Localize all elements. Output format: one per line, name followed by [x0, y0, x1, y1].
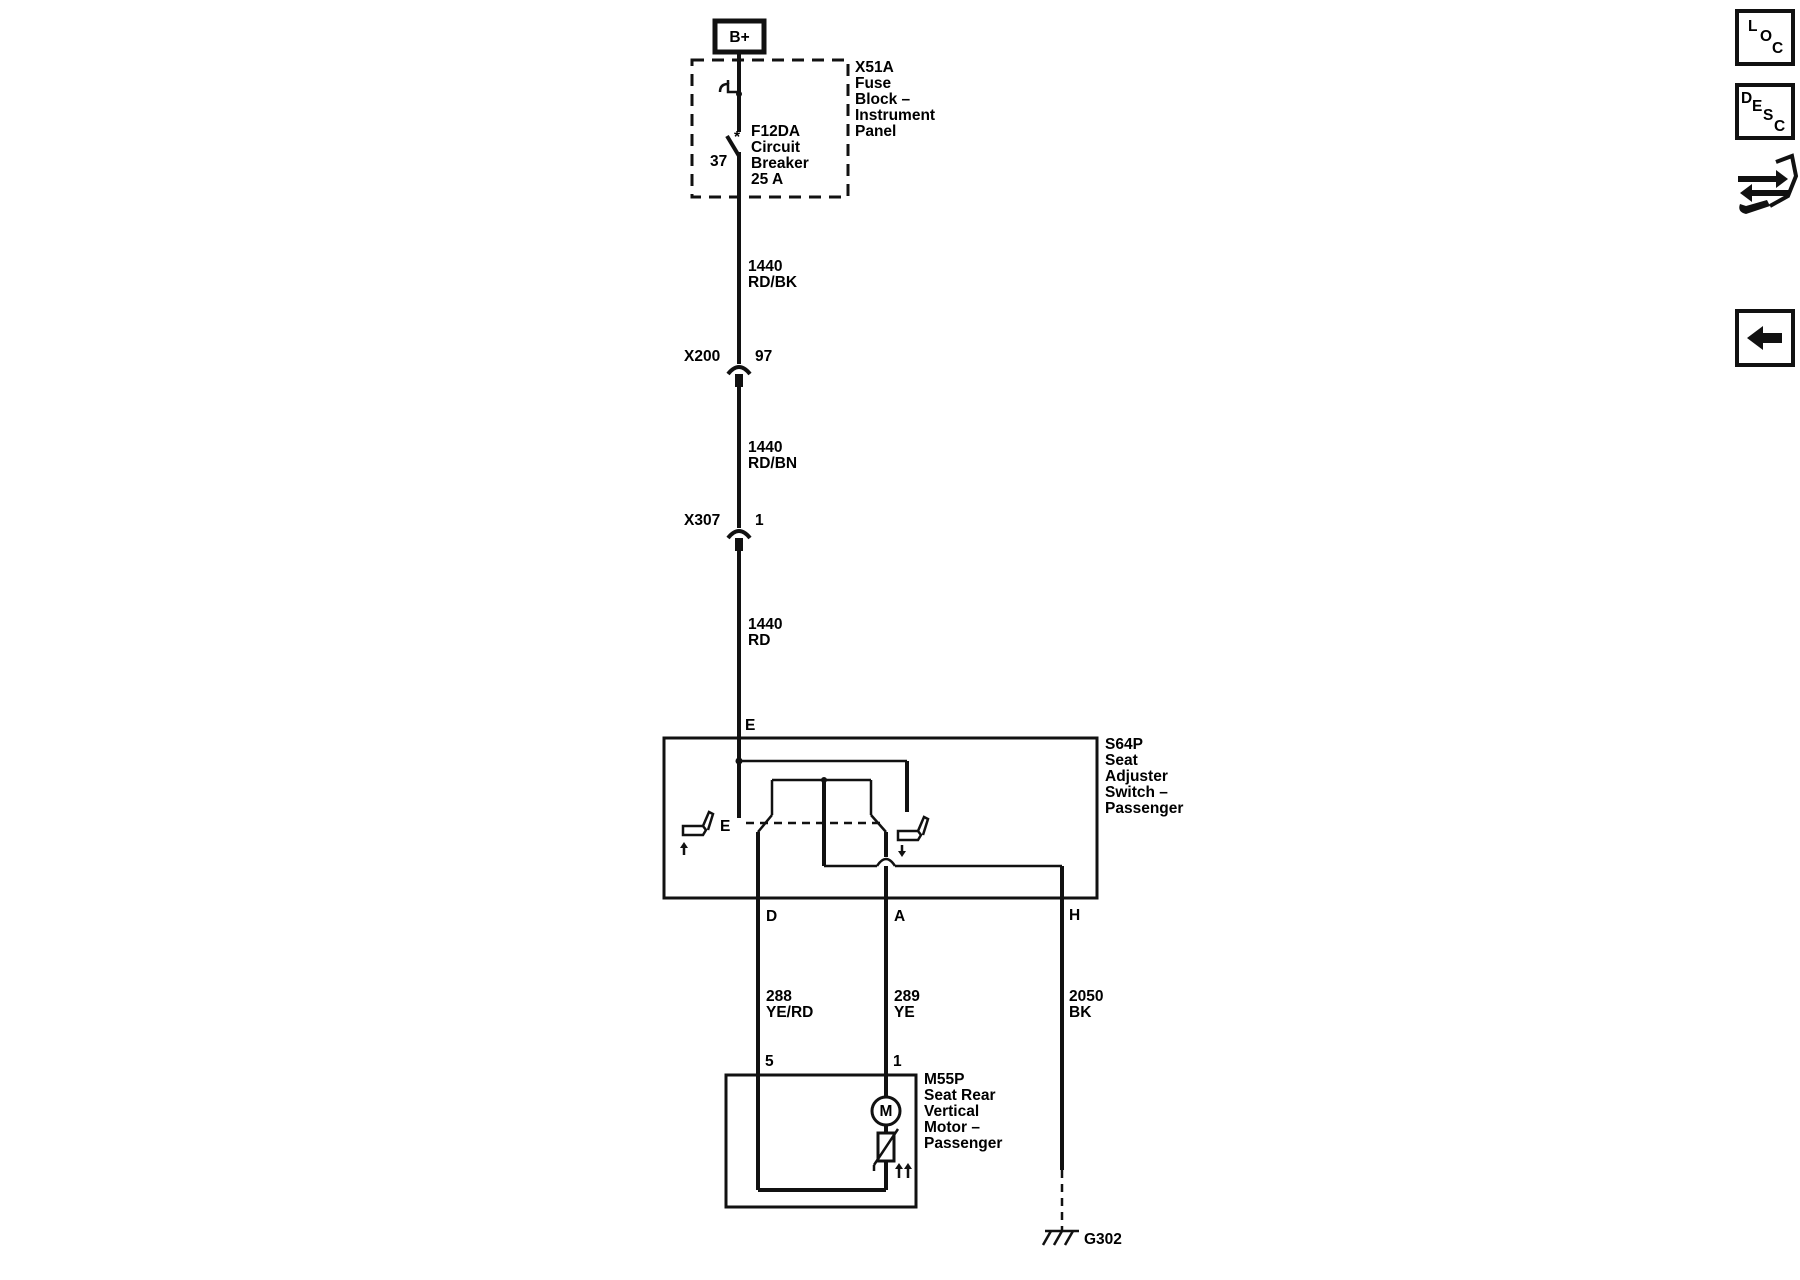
connector-tool-icon: [1738, 153, 1799, 214]
connector-x307-pin: 1: [755, 512, 764, 529]
svg-text:RD/BN: RD/BN: [748, 455, 797, 472]
svg-text:F12DA: F12DA: [751, 123, 800, 140]
svg-text:YE/RD: YE/RD: [766, 1004, 813, 1021]
svg-text:Adjuster: Adjuster: [1105, 768, 1168, 785]
motor-internal: [758, 1095, 902, 1192]
svg-text:288: 288: [766, 988, 792, 1005]
svg-text:Block –: Block –: [855, 91, 911, 108]
svg-text:S: S: [1763, 107, 1773, 124]
connector-x200-pin: 97: [755, 348, 772, 365]
battery-positive-terminal: B+: [712, 18, 767, 55]
svg-text:C: C: [1772, 40, 1783, 57]
power-label: B+: [729, 29, 749, 46]
svg-text:Instrument: Instrument: [855, 107, 935, 124]
fuse-block-outline: [690, 58, 850, 199]
ground-ref: G302: [1084, 1231, 1122, 1248]
connector-x307: [726, 529, 752, 551]
switch-pin-d: D: [766, 908, 777, 925]
switch-pin-a: A: [894, 908, 905, 925]
svg-text:Passenger: Passenger: [1105, 800, 1183, 817]
connector-x200-ref: X200: [684, 348, 720, 365]
seat-adjuster-switch-label: S64P Seat Adjuster Switch – Passenger: [1105, 736, 1183, 817]
svg-text:BK: BK: [1069, 1004, 1092, 1021]
svg-text:Panel: Panel: [855, 123, 896, 140]
svg-text:D: D: [1741, 90, 1752, 107]
svg-text:C: C: [1774, 118, 1785, 135]
svg-text:Circuit: Circuit: [751, 139, 800, 156]
motor-label: M55P Seat Rear Vertical Motor – Passenge…: [924, 1071, 1002, 1152]
wire-label-289-ye: 289 YE: [894, 988, 920, 1021]
svg-text:2050: 2050: [1069, 988, 1103, 1005]
motor-up-arrows-icon: [895, 1163, 912, 1178]
seat-adjuster-switch-outline: [662, 736, 1099, 900]
svg-text:Fuse: Fuse: [855, 75, 892, 92]
switch-pin-e: E: [745, 717, 755, 734]
switch-internal-circuit: [735, 738, 1064, 1190]
svg-text:S64P: S64P: [1105, 736, 1143, 753]
switch-inner-letter: E: [720, 818, 730, 835]
svg-text:25 A: 25 A: [751, 171, 783, 188]
svg-text:M55P: M55P: [924, 1071, 965, 1088]
connector-tool-button[interactable]: [1738, 153, 1799, 214]
svg-text:289: 289: [894, 988, 920, 1005]
circuit-breaker-label: F12DA Circuit Breaker 25 A: [751, 123, 809, 188]
motor-pin-1: 1: [893, 1053, 902, 1070]
motor-pin-5: 5: [765, 1053, 774, 1070]
motor-outline: [724, 1073, 918, 1209]
arrow-left-icon: [1747, 326, 1782, 350]
svg-text:1440: 1440: [748, 258, 782, 275]
svg-text:Seat Rear: Seat Rear: [924, 1087, 996, 1104]
seat-down-icon: [896, 815, 930, 857]
svg-text:Vertical: Vertical: [924, 1103, 979, 1120]
wire-label-1440-rd: 1440 RD: [748, 616, 782, 649]
circuit-breaker-symbol: *: [718, 80, 742, 200]
svg-text:RD: RD: [748, 632, 770, 649]
wire-label-1440-rd-bn: 1440 RD/BN: [748, 439, 797, 472]
connector-x200: [726, 365, 752, 387]
svg-text:L: L: [1748, 18, 1757, 35]
svg-text:Switch –: Switch –: [1105, 784, 1168, 801]
svg-text:X51A: X51A: [855, 59, 894, 76]
svg-text:Seat: Seat: [1105, 752, 1138, 769]
wire-label-2050-bk: 2050 BK: [1069, 988, 1103, 1021]
svg-text:E: E: [1752, 98, 1762, 115]
seat-up-icon: [680, 810, 715, 855]
svg-text:1440: 1440: [748, 439, 782, 456]
ground-symbol: [1041, 1229, 1079, 1246]
svg-text:Motor –: Motor –: [924, 1119, 980, 1136]
fuse-block-label: X51A Fuse Block – Instrument Panel: [855, 59, 935, 140]
svg-text:YE: YE: [894, 1004, 915, 1021]
svg-text:Breaker: Breaker: [751, 155, 809, 172]
svg-text:1440: 1440: [748, 616, 782, 633]
switch-pin-h: H: [1069, 907, 1080, 924]
wire-label-288-ye-rd: 288 YE/RD: [766, 988, 813, 1021]
back-button[interactable]: [1735, 309, 1795, 367]
desc-button[interactable]: D E S C: [1735, 83, 1795, 140]
wire-label-1440-rd-bk: 1440 RD/BK: [748, 258, 798, 291]
loc-button[interactable]: L O C: [1735, 9, 1795, 66]
breaker-pin-label: 37: [710, 153, 727, 170]
svg-text:*: *: [734, 129, 741, 146]
connector-x307-ref: X307: [684, 512, 720, 529]
svg-text:Passenger: Passenger: [924, 1135, 1002, 1152]
motor-symbol-letter: M: [880, 1103, 893, 1120]
svg-text:O: O: [1760, 28, 1772, 45]
svg-text:RD/BK: RD/BK: [748, 274, 798, 291]
